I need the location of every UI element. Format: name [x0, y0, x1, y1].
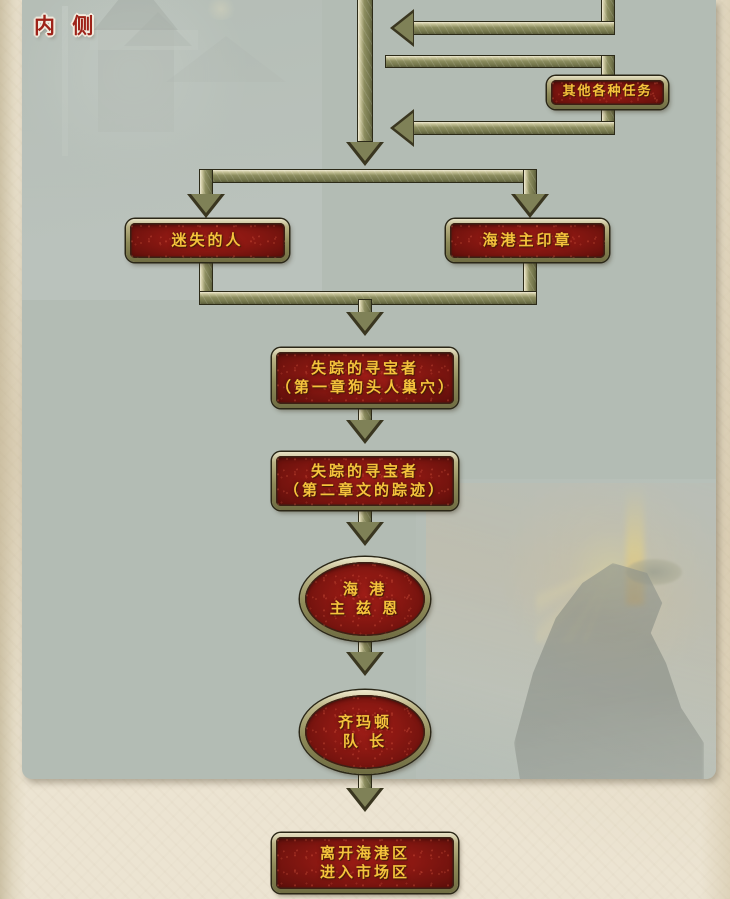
connector-split-right-stem — [524, 170, 536, 198]
arrowhead-merge-to-hunter1 — [346, 312, 384, 336]
arrowhead-master-to-captain — [346, 652, 384, 676]
node-other-quests[interactable]: 其他各种任务 — [547, 76, 668, 109]
connector-split-bar — [200, 170, 536, 182]
connector-return1-horizontal — [414, 22, 614, 34]
arrowhead-hunter2-to-master — [346, 522, 384, 546]
arrowhead-return1-to-trunk — [390, 9, 414, 47]
connector-master-captain-stem — [359, 640, 371, 654]
node-other-quests-body: 其他各种任务 — [551, 80, 664, 105]
arrowhead-captain-to-leave — [346, 788, 384, 814]
connector-hunter1-hunter2-stem — [359, 408, 371, 422]
arrowhead-split-to-lost-person — [187, 194, 225, 218]
node-harbor-seal-label: 海港主印章 — [482, 230, 573, 249]
node-lost-person-body: 迷失的人 — [130, 223, 285, 258]
node-harbor-master[interactable]: 海 港 主 兹 恩 — [300, 557, 430, 641]
node-lost-person-label: 迷失的人 — [171, 230, 244, 249]
node-captain-zimaton-body: 齐玛顿 队 长 — [305, 695, 425, 769]
node-harbor-master-body: 海 港 主 兹 恩 — [305, 562, 425, 636]
connector-return2-horizontal — [414, 122, 614, 134]
arrowhead-split-to-harbor-seal — [511, 194, 549, 218]
node-harbor-seal-body: 海港主印章 — [450, 223, 605, 258]
node-leave-harbor-district-label: 离开海港区 进入市场区 — [319, 843, 410, 881]
arrowhead-hunter1-to-hunter2 — [346, 420, 384, 444]
connector-feed-horizontal — [386, 56, 614, 67]
connector-trunk-top-down — [358, 0, 372, 141]
node-missing-hunter-chapter1-label: 失踪的寻宝者 （第一章狗头人巢穴） — [276, 358, 454, 396]
node-harbor-seal[interactable]: 海港主印章 — [446, 219, 609, 262]
node-leave-harbor-district-body: 离开海港区 进入市场区 — [276, 837, 454, 889]
node-missing-hunter-chapter2-body: 失踪的寻宝者 （第二章文的踪迹） — [276, 456, 454, 506]
fog-overlay-right — [416, 479, 716, 779]
node-leave-harbor-district[interactable]: 离开海港区 进入市场区 — [272, 833, 458, 893]
section-title-inner: 内 侧 — [34, 14, 99, 38]
node-missing-hunter-chapter2[interactable]: 失踪的寻宝者 （第二章文的踪迹） — [272, 452, 458, 510]
connector-split-left-stem — [200, 170, 212, 198]
arrowhead-trunk-to-split — [346, 142, 384, 166]
node-captain-zimaton-label: 齐玛顿 队 长 — [337, 712, 392, 750]
node-lost-person[interactable]: 迷失的人 — [126, 219, 289, 262]
node-captain-zimaton[interactable]: 齐玛顿 队 长 — [300, 690, 430, 774]
connector-feed-vertical — [602, 56, 614, 78]
connector-merge-bar — [200, 292, 536, 304]
node-missing-hunter-chapter2-label: 失踪的寻宝者 （第二章文的踪迹） — [283, 461, 446, 499]
connector-captain-leave-stem — [359, 772, 371, 790]
connector-merge-left-stem — [200, 262, 212, 298]
node-harbor-master-label: 海 港 主 兹 恩 — [329, 579, 401, 617]
node-missing-hunter-chapter1[interactable]: 失踪的寻宝者 （第一章狗头人巢穴） — [272, 348, 458, 408]
node-other-quests-label: 其他各种任务 — [562, 84, 653, 100]
node-missing-hunter-chapter1-body: 失踪的寻宝者 （第一章狗头人巢穴） — [276, 352, 454, 404]
connector-merge-right-stem — [524, 262, 536, 298]
connector-hunter2-master-stem — [359, 510, 371, 524]
arrowhead-return2-to-trunk — [390, 109, 414, 147]
